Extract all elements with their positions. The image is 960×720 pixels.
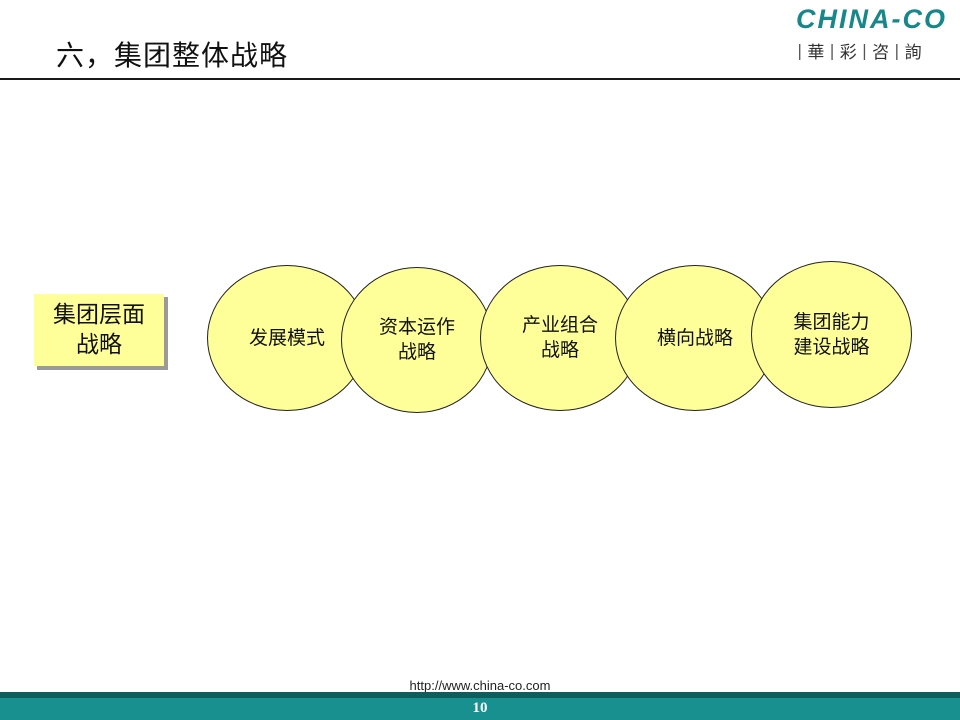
circle-capability-building: 集团能力 建设战略 xyxy=(751,261,912,408)
circle-label-line1: 横向战略 xyxy=(656,326,733,349)
logo-chinese-name: | 華 | 彩 | 咨 | 詢 xyxy=(792,38,960,63)
left-box-line2: 战略 xyxy=(76,332,122,358)
title-divider xyxy=(0,78,960,80)
group-level-strategy-box: 集团层面 战略 xyxy=(34,294,164,366)
circle-label-line1: 产业组合 xyxy=(521,314,598,336)
logo-char: 咨 xyxy=(872,43,890,63)
circle-label-line2: 建设战略 xyxy=(793,335,870,358)
circle-industry-portfolio: 产业组合 战略 xyxy=(480,265,640,411)
footer-bar-stripe xyxy=(0,692,960,698)
circle-label-line1: 资本运作 xyxy=(378,316,455,338)
circle-label-line1: 发展模式 xyxy=(248,326,325,349)
page-number: 10 xyxy=(472,700,488,716)
circle-label-line2: 战略 xyxy=(397,341,436,363)
circle-development-mode: 发展模式 xyxy=(207,265,367,411)
circle-horizontal-strategy: 横向战略 xyxy=(615,265,775,411)
circle-label-line1: 集团能力 xyxy=(793,310,870,333)
china-co-logo: CHINA-CO | 華 | 彩 | 咨 | 詢 xyxy=(780,2,960,66)
logo-char: 彩 xyxy=(839,43,857,63)
left-box-line1: 集团层面 xyxy=(53,302,145,328)
footer-url: http://www.china-co.com xyxy=(409,678,551,693)
logo-char: 詢 xyxy=(904,43,922,63)
slide-title: 六，集团整体战略 xyxy=(56,39,289,72)
circle-capital-operation: 资本运作 战略 xyxy=(341,267,493,413)
logo-wordmark: CHINA-CO xyxy=(796,4,947,34)
logo-char: 華 xyxy=(807,43,825,63)
circle-label-line2: 战略 xyxy=(540,339,579,361)
